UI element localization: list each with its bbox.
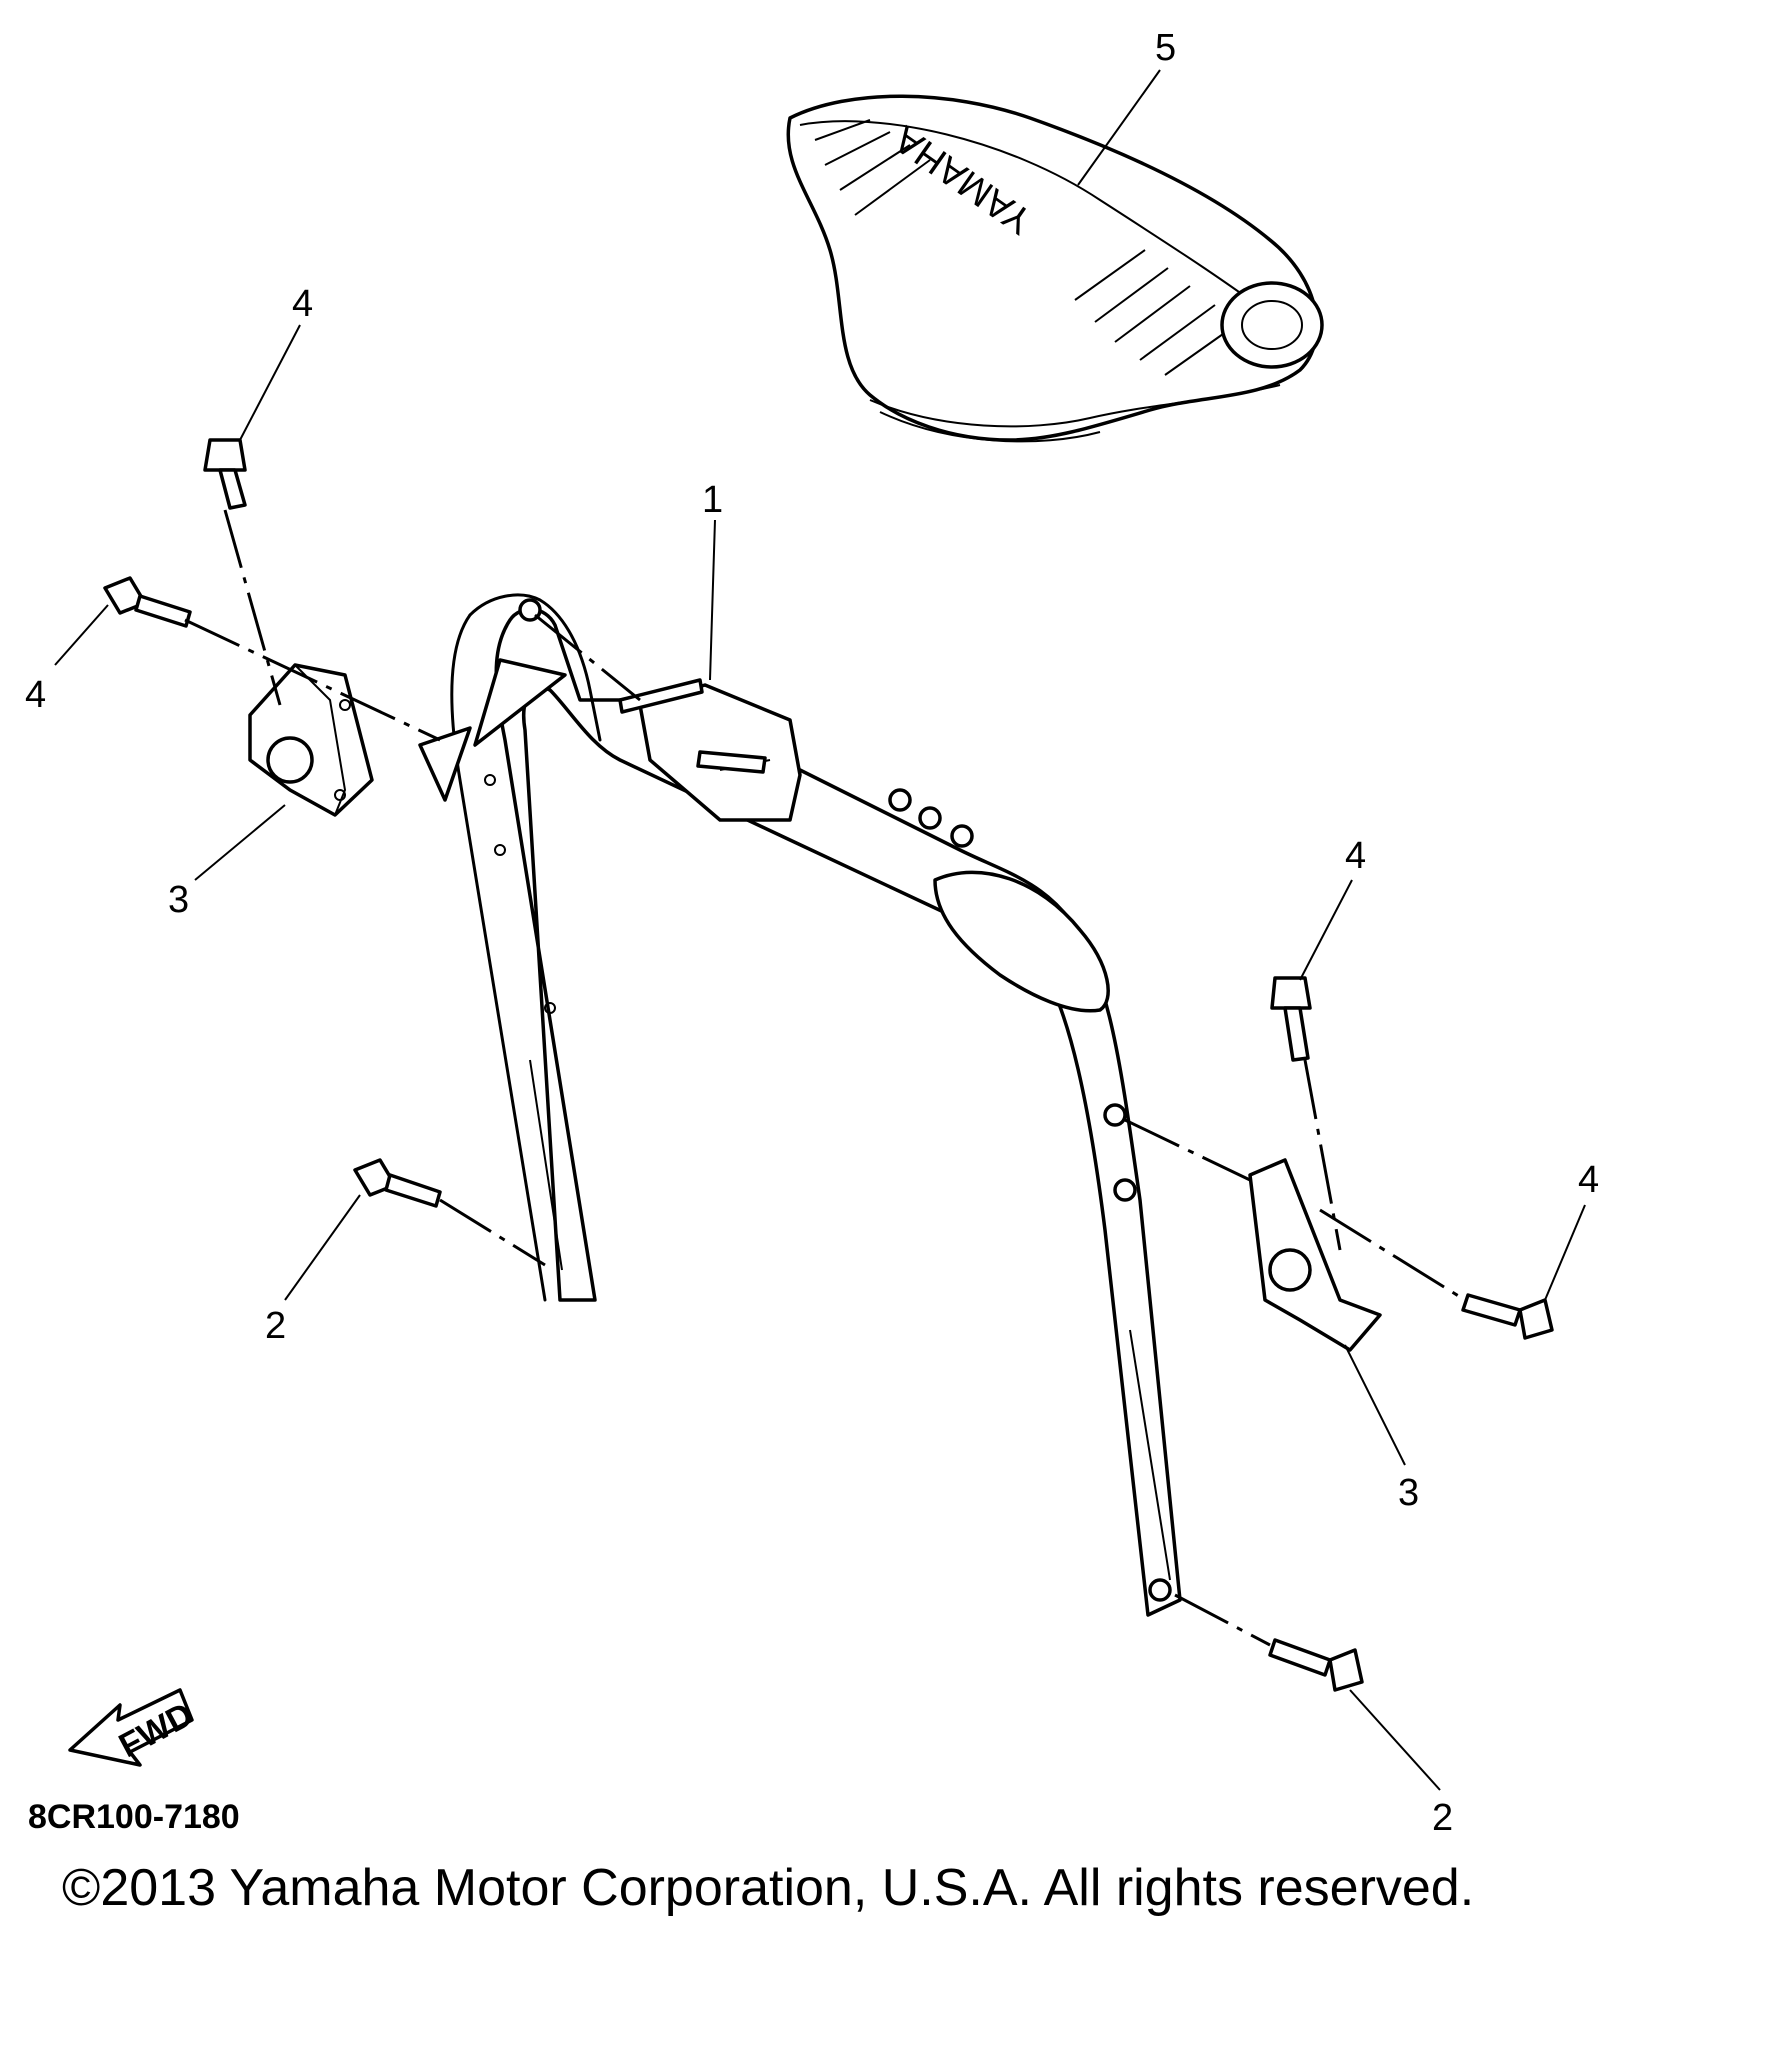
bolt-top-left [203,438,247,510]
diagram-code: 8CR100-7180 [28,1798,240,1836]
callout-3-left: 3 [168,879,189,921]
callout-2-left: 2 [265,1305,286,1347]
callout-4-side-right: 4 [1578,1159,1599,1201]
callout-4-top-left: 4 [292,283,313,325]
bracket-left [248,663,374,817]
bolt-top-right [1270,976,1312,1062]
bracket-right [1248,1158,1382,1352]
handlebar-pad: YAMAHA [786,94,1324,443]
bolt-side-right [1461,1293,1554,1340]
bolt-side-left [103,576,192,628]
handlebar-frame [450,593,1182,1617]
bolt-bottom-right [1268,1638,1364,1692]
frame-bolts [618,678,767,774]
callout-3-right: 3 [1398,1472,1419,1514]
callout-5: 5 [1155,27,1176,69]
callout-4-top-right: 4 [1345,835,1366,877]
alignment-lines [184,509,1466,1647]
leader-lines [54,69,1586,1791]
callout-2-right: 2 [1432,1797,1453,1839]
copyright-notice: ©2013 Yamaha Motor Corporation, U.S.A. A… [62,1859,1475,1917]
fwd-arrow-icon: FWD [68,1688,199,1767]
callout-4-side-left: 4 [25,674,46,716]
bolt-bottom-left [353,1158,442,1208]
bracket-left-triangle [418,726,472,802]
callout-1: 1 [702,479,723,521]
